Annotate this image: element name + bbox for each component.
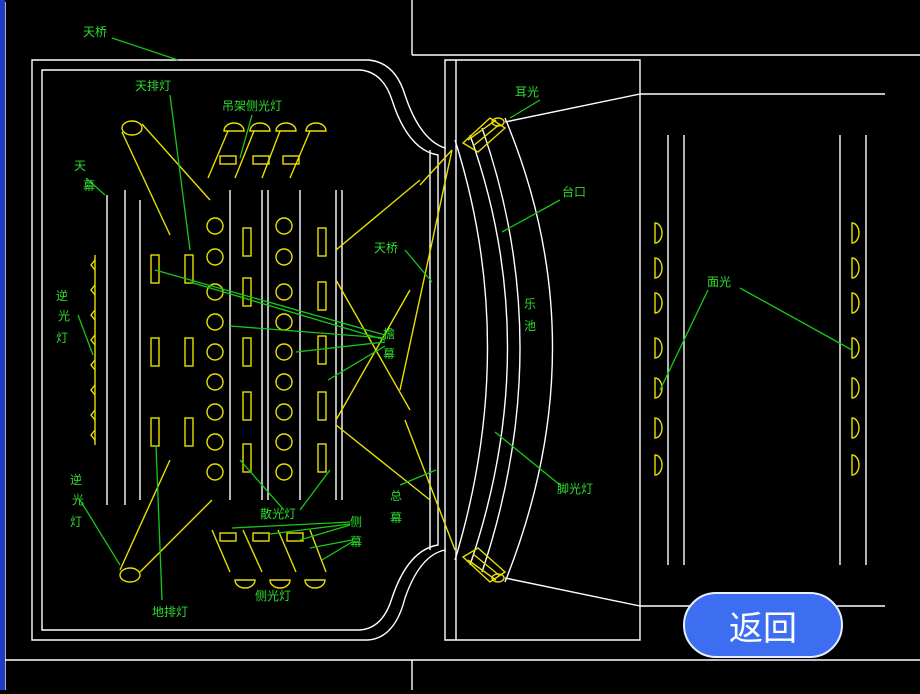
return-button[interactable]: 返回	[683, 592, 843, 658]
plan-labels: 天桥 天排灯 吊架侧光灯 天 幕 逆 光 灯 天桥 檐 幕 逆 光 灯 散光灯 …	[56, 25, 731, 619]
label-cemu-2: 幕	[350, 535, 362, 549]
label-cemu-1: 侧	[350, 515, 362, 529]
label-erguang: 耳光	[515, 85, 539, 99]
label-zongmu-2: 幕	[390, 511, 402, 525]
label-taikou: 台口	[562, 184, 586, 199]
label-ermu-1: 檐	[383, 327, 395, 341]
label-niguang-top-1: 逆	[56, 288, 68, 303]
label-dipaideng: 地排灯	[152, 605, 188, 619]
label-tianqiao-top: 天桥	[83, 25, 107, 39]
label-niguang-bot-1: 逆	[70, 472, 82, 487]
label-niguang-bot-3: 灯	[70, 515, 82, 529]
label-jiaoguang: 脚光灯	[557, 481, 593, 496]
label-tianmu-2: 幕	[83, 179, 95, 193]
label-niguang-bot-2: 光	[72, 493, 84, 507]
label-cegguang: 侧光灯	[255, 589, 291, 603]
label-niguang-top-2: 光	[58, 309, 70, 323]
label-diaojia: 吊架侧光灯	[222, 99, 282, 113]
label-tianpaideng: 天排灯	[135, 79, 171, 93]
label-sanguang: 散光灯	[260, 506, 296, 521]
label-yuechi-2: 池	[524, 319, 536, 333]
label-tianqiao-mid: 天桥	[374, 241, 398, 255]
leader-lines	[77, 37, 853, 601]
label-miangguang: 面光	[707, 275, 731, 289]
label-niguang-top-3: 灯	[56, 331, 68, 345]
label-zongmu-1: 总	[390, 489, 402, 503]
label-ermu-2: 幕	[383, 347, 395, 361]
label-yuechi-1: 乐	[524, 297, 536, 311]
window-edge	[0, 0, 5, 690]
label-tianmu-1: 天	[74, 159, 86, 173]
light-fixtures	[90, 117, 860, 589]
